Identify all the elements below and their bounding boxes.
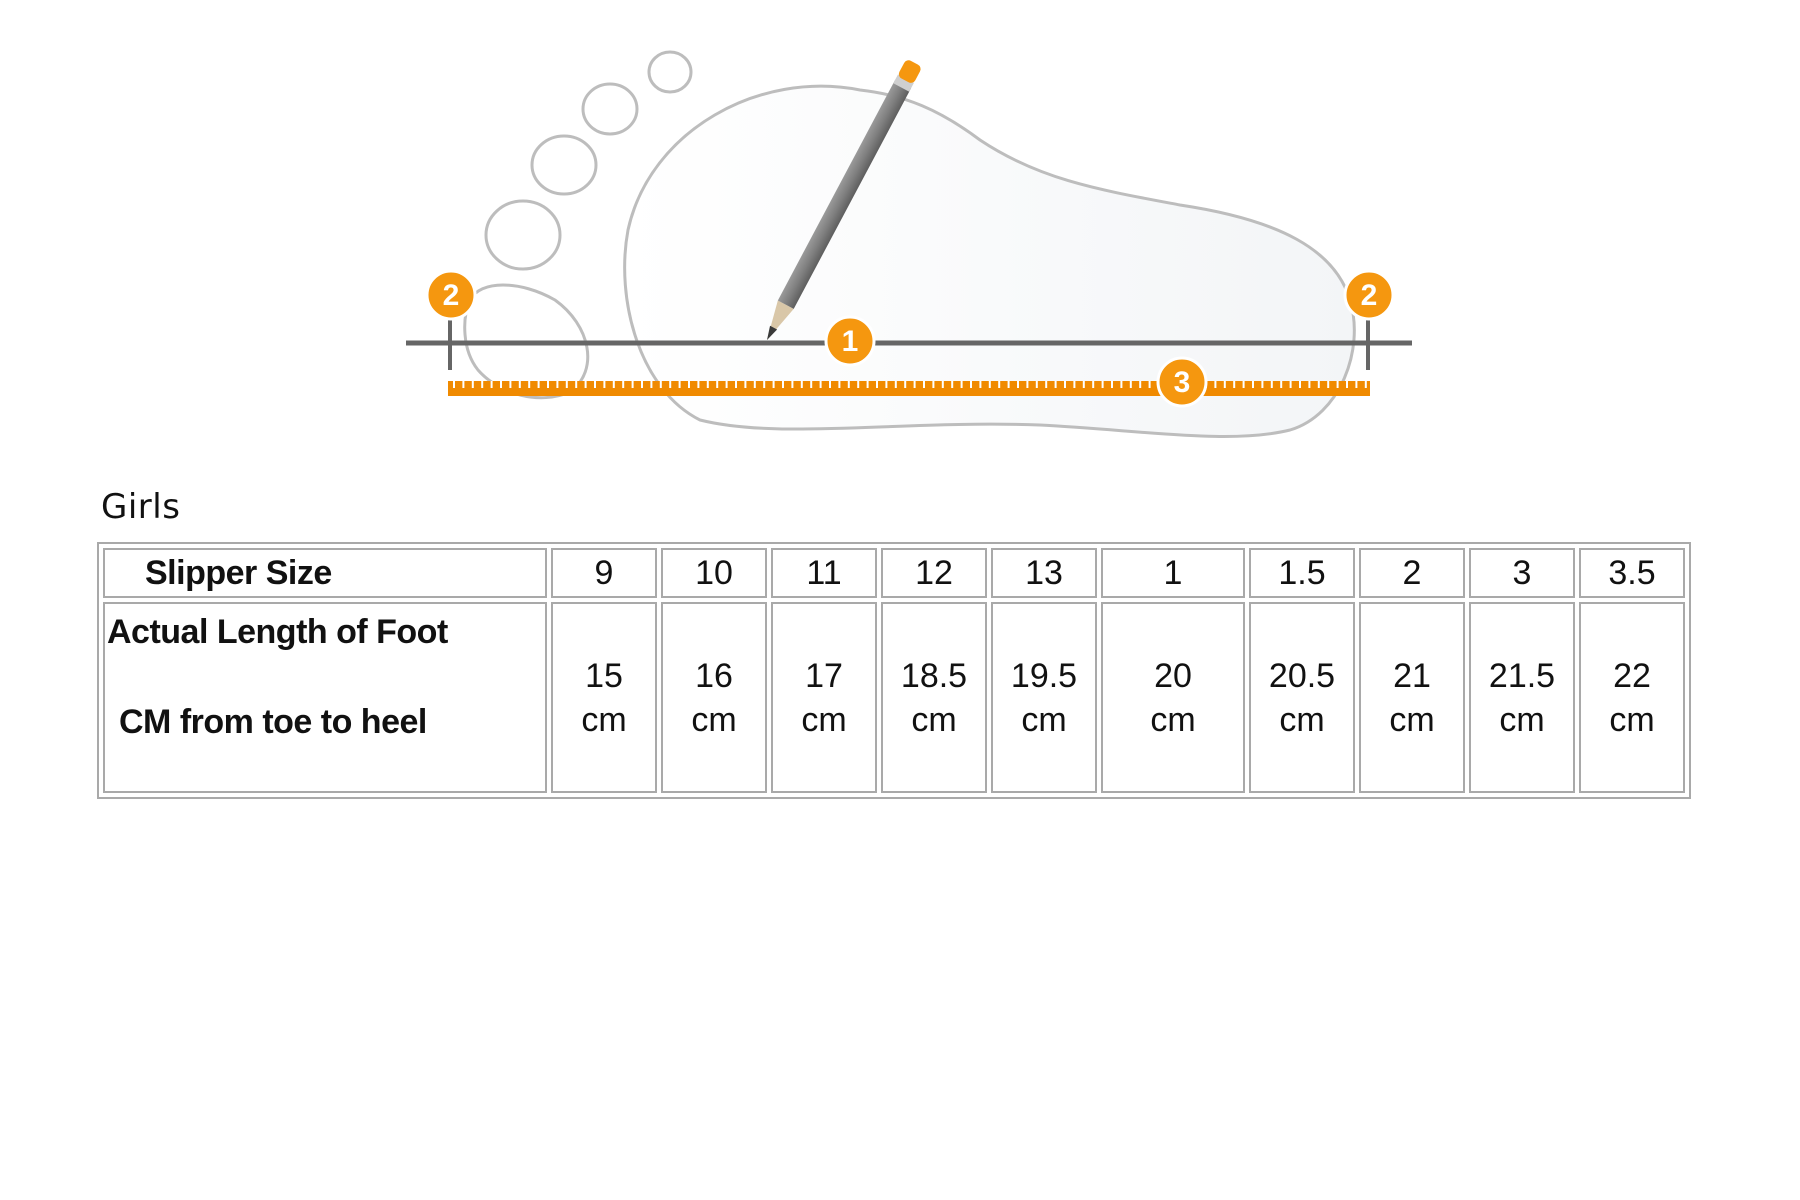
foot-outline bbox=[623, 84, 1356, 438]
foot-length-value: 21 bbox=[1393, 656, 1431, 695]
ruler-ticks bbox=[453, 381, 1367, 388]
foot-length-cell: 16 cm bbox=[661, 602, 767, 793]
svg-text:3: 3 bbox=[1174, 366, 1191, 399]
foot-length-header: Actual Length of Foot CM from toe to hee… bbox=[103, 602, 547, 793]
foot-length-value: 20 bbox=[1154, 656, 1192, 695]
foot-length-unit: cm bbox=[1150, 700, 1196, 739]
slipper-size-cell: 3 bbox=[1469, 548, 1575, 598]
foot-length-value: 18.5 bbox=[900, 656, 968, 695]
foot-length-cell: 18.5 cm bbox=[881, 602, 987, 793]
foot-length-unit: cm bbox=[1609, 700, 1655, 739]
foot-length-unit: cm bbox=[1389, 700, 1435, 739]
foot-length-value: 16 bbox=[695, 656, 733, 695]
step-badge-2-left: 2 bbox=[425, 269, 477, 321]
foot-measurement-diagram: 1 2 2 3 bbox=[406, 50, 1412, 438]
foot-length-cell: 21 cm bbox=[1359, 602, 1465, 793]
foot-length-cell: 21.5 cm bbox=[1469, 602, 1575, 793]
toe-outline-4 bbox=[581, 82, 639, 136]
foot-length-value: 20.5 bbox=[1268, 656, 1336, 695]
foot-length-unit: cm bbox=[801, 700, 847, 739]
foot-length-row: Actual Length of Foot CM from toe to hee… bbox=[103, 602, 1685, 793]
step-badge-1: 1 bbox=[824, 315, 876, 367]
foot-length-cell: 20 cm bbox=[1101, 602, 1245, 793]
svg-text:2: 2 bbox=[443, 279, 460, 312]
foot-length-unit: cm bbox=[1499, 700, 1545, 739]
foot-length-unit: cm bbox=[691, 700, 737, 739]
slipper-size-cell: 11 bbox=[771, 548, 877, 598]
foot-length-unit: cm bbox=[1279, 700, 1325, 739]
step-badge-3: 3 bbox=[1156, 356, 1208, 408]
pencil-icon bbox=[767, 60, 921, 340]
foot-length-unit: cm bbox=[581, 700, 627, 739]
foot-length-cell: 19.5 cm bbox=[991, 602, 1097, 793]
foot-length-value: 21.5 bbox=[1488, 656, 1556, 695]
step-badge-2-right: 2 bbox=[1343, 269, 1395, 321]
foot-length-header-line2: CM from toe to heel bbox=[119, 703, 427, 741]
foot-length-value: 17 bbox=[805, 656, 843, 695]
slipper-size-cell: 2 bbox=[1359, 548, 1465, 598]
slipper-size-cell: 12 bbox=[881, 548, 987, 598]
foot-length-value: 22 bbox=[1613, 656, 1651, 695]
foot-length-value: 19.5 bbox=[1010, 656, 1078, 695]
foot-length-unit: cm bbox=[1021, 700, 1067, 739]
svg-text:2: 2 bbox=[1361, 279, 1378, 312]
toe-outline-5 bbox=[647, 50, 693, 94]
section-label-girls: Girls bbox=[101, 487, 181, 527]
toe-outline-2 bbox=[484, 199, 562, 271]
foot-length-value: 15 bbox=[585, 656, 623, 695]
foot-length-header-line1: Actual Length of Foot bbox=[107, 613, 448, 651]
slipper-size-cell: 13 bbox=[991, 548, 1097, 598]
svg-text:1: 1 bbox=[842, 325, 859, 358]
slipper-size-cell: 1 bbox=[1101, 548, 1245, 598]
foot-length-cell: 22 cm bbox=[1579, 602, 1685, 793]
slipper-size-header: Slipper Size bbox=[103, 548, 547, 598]
foot-length-cell: 17 cm bbox=[771, 602, 877, 793]
slipper-size-cell: 1.5 bbox=[1249, 548, 1355, 598]
slipper-size-cell: 3.5 bbox=[1579, 548, 1685, 598]
slipper-size-cell: 10 bbox=[661, 548, 767, 598]
foot-length-cell: 20.5 cm bbox=[1249, 602, 1355, 793]
toe-outline-3 bbox=[530, 134, 598, 196]
foot-length-unit: cm bbox=[911, 700, 957, 739]
slipper-size-cell: 9 bbox=[551, 548, 657, 598]
foot-length-cell: 15 cm bbox=[551, 602, 657, 793]
